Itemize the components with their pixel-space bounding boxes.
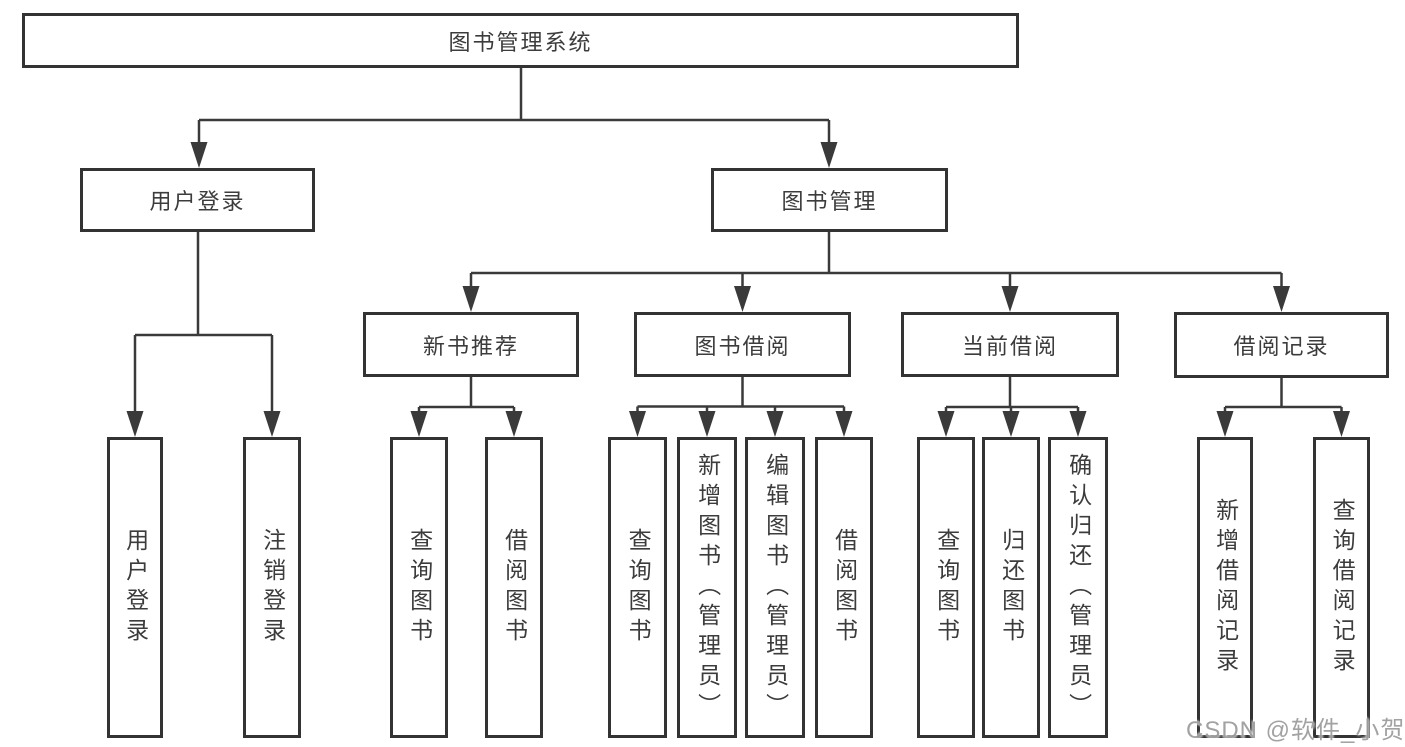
leaf-label: 借阅图书	[501, 527, 528, 648]
leaf-add-borrow-record: 新增借阅记录	[1197, 437, 1253, 738]
leaf-confirm-return-admin: 确认归还（管理员）	[1048, 437, 1108, 738]
leaf-label: 借阅图书	[831, 527, 858, 648]
leaf-label: 编辑图书（管理员）	[762, 452, 789, 723]
leaf-borrow-books: 借阅图书	[815, 437, 873, 738]
leaf-return-book: 归还图书	[982, 437, 1040, 738]
leaf-label: 新增图书（管理员）	[694, 452, 721, 723]
leaf-query-books-borrow: 查询图书	[608, 437, 667, 738]
leaf-query-books-recommend: 查询图书	[390, 437, 448, 738]
node-borrow-records: 借阅记录	[1174, 312, 1389, 378]
leaf-label: 查询图书	[933, 527, 960, 648]
leaf-edit-book-admin: 编辑图书（管理员）	[745, 437, 805, 738]
leaf-query-borrow-record: 查询借阅记录	[1313, 437, 1370, 738]
node-current-borrow: 当前借阅	[901, 312, 1119, 377]
leaf-logout: 注销登录	[243, 437, 301, 738]
leaf-label: 查询图书	[625, 527, 652, 648]
leaf-label: 注销登录	[259, 527, 286, 648]
node-new-book-recommend: 新书推荐	[363, 312, 579, 377]
leaf-label: 确认归还（管理员）	[1065, 452, 1092, 723]
leaf-add-book-admin: 新增图书（管理员）	[677, 437, 737, 738]
node-book-borrow: 图书借阅	[634, 312, 851, 377]
csdn-watermark: CSDN @软件_小贺同学	[1186, 717, 1405, 744]
node-library-management-system: 图书管理系统	[22, 13, 1019, 68]
leaf-query-books-current: 查询图书	[917, 437, 975, 738]
node-user-login: 用户登录	[80, 168, 315, 232]
node-book-management: 图书管理	[711, 168, 948, 232]
leaf-label: 查询借阅记录	[1329, 497, 1356, 678]
leaf-borrow-books-recommend: 借阅图书	[485, 437, 543, 738]
leaf-label: 用户登录	[122, 527, 149, 648]
leaf-label: 新增借阅记录	[1212, 497, 1239, 678]
leaf-label: 查询图书	[406, 527, 433, 648]
leaf-user-login: 用户登录	[107, 437, 163, 738]
leaf-label: 归还图书	[998, 527, 1025, 648]
